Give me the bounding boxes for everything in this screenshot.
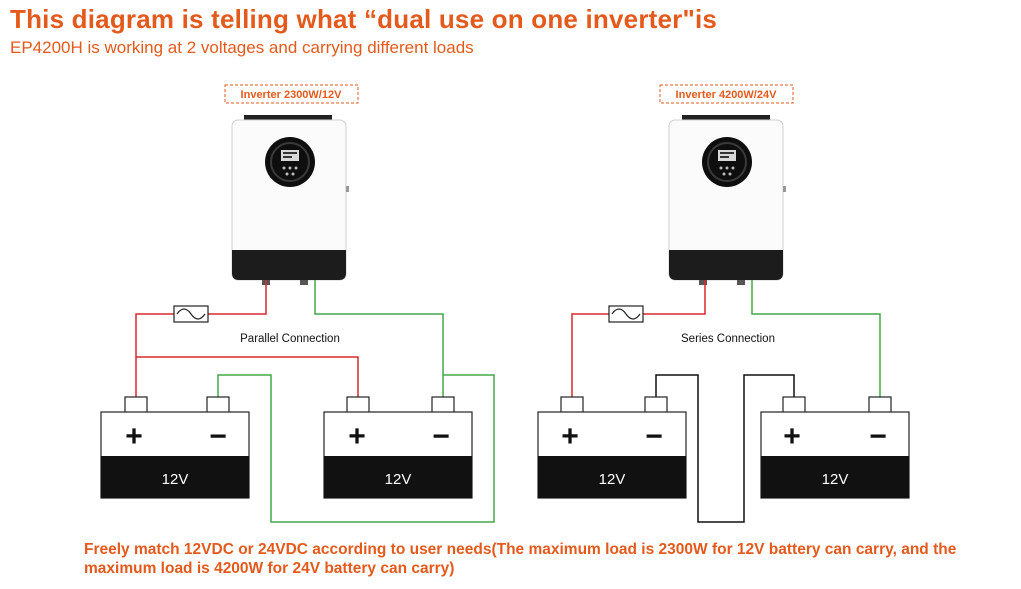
- left-connection-label: Parallel Connection: [240, 333, 340, 345]
- right-battery-1-plus: +: [561, 420, 579, 453]
- left-positive-parallel-wire: [136, 356, 359, 400]
- fuse-icon: [608, 305, 644, 323]
- left-battery-2-minus: −: [432, 420, 450, 453]
- right-battery-1: + − 12V: [537, 396, 687, 499]
- left-battery-1-minus: −: [209, 420, 227, 453]
- page-subtitle: EP4200H is working at 2 voltages and car…: [10, 38, 474, 57]
- left-inverter-display: [265, 137, 315, 187]
- right-system: Inverter 4200W/24V: [537, 84, 910, 523]
- right-battery-2: + − 12V: [760, 396, 910, 499]
- footer-note: Freely match 12VDC or 24VDC according to…: [84, 541, 957, 577]
- left-battery-1-voltage: 12V: [162, 471, 189, 488]
- right-battery-1-minus: −: [645, 420, 663, 453]
- right-negative-wire: [751, 280, 881, 400]
- right-inverter-device: [668, 115, 786, 285]
- left-battery-2-plus: +: [348, 420, 366, 453]
- left-system: Inverter 2300W/12V: [100, 84, 495, 523]
- right-connection-label: Series Connection: [681, 333, 775, 345]
- left-inverter-label-box: [224, 84, 359, 104]
- right-battery-2-plus: +: [783, 420, 801, 453]
- left-battery-1-plus: +: [125, 420, 143, 453]
- right-inverter-label: Inverter 4200W/24V: [676, 89, 778, 101]
- right-battery-2-minus: −: [869, 420, 887, 453]
- page-title: This diagram is telling what “dual use o…: [10, 4, 718, 34]
- right-inverter-display: [702, 137, 752, 187]
- fuse-icon: [173, 305, 209, 323]
- left-inverter-device: [231, 115, 349, 285]
- left-inverter-label: Inverter 2300W/12V: [241, 89, 343, 101]
- left-battery-2: + − 12V: [323, 396, 473, 499]
- right-battery-1-voltage: 12V: [599, 471, 626, 488]
- left-battery-2-voltage: 12V: [385, 471, 412, 488]
- right-battery-2-voltage: 12V: [822, 471, 849, 488]
- left-battery-1: + − 12V: [100, 396, 250, 499]
- right-inverter-label-box: [659, 84, 794, 104]
- left-negative-wire: [314, 280, 444, 400]
- right-series-link-wire: [655, 374, 795, 523]
- left-negative-return-wire: [217, 374, 495, 523]
